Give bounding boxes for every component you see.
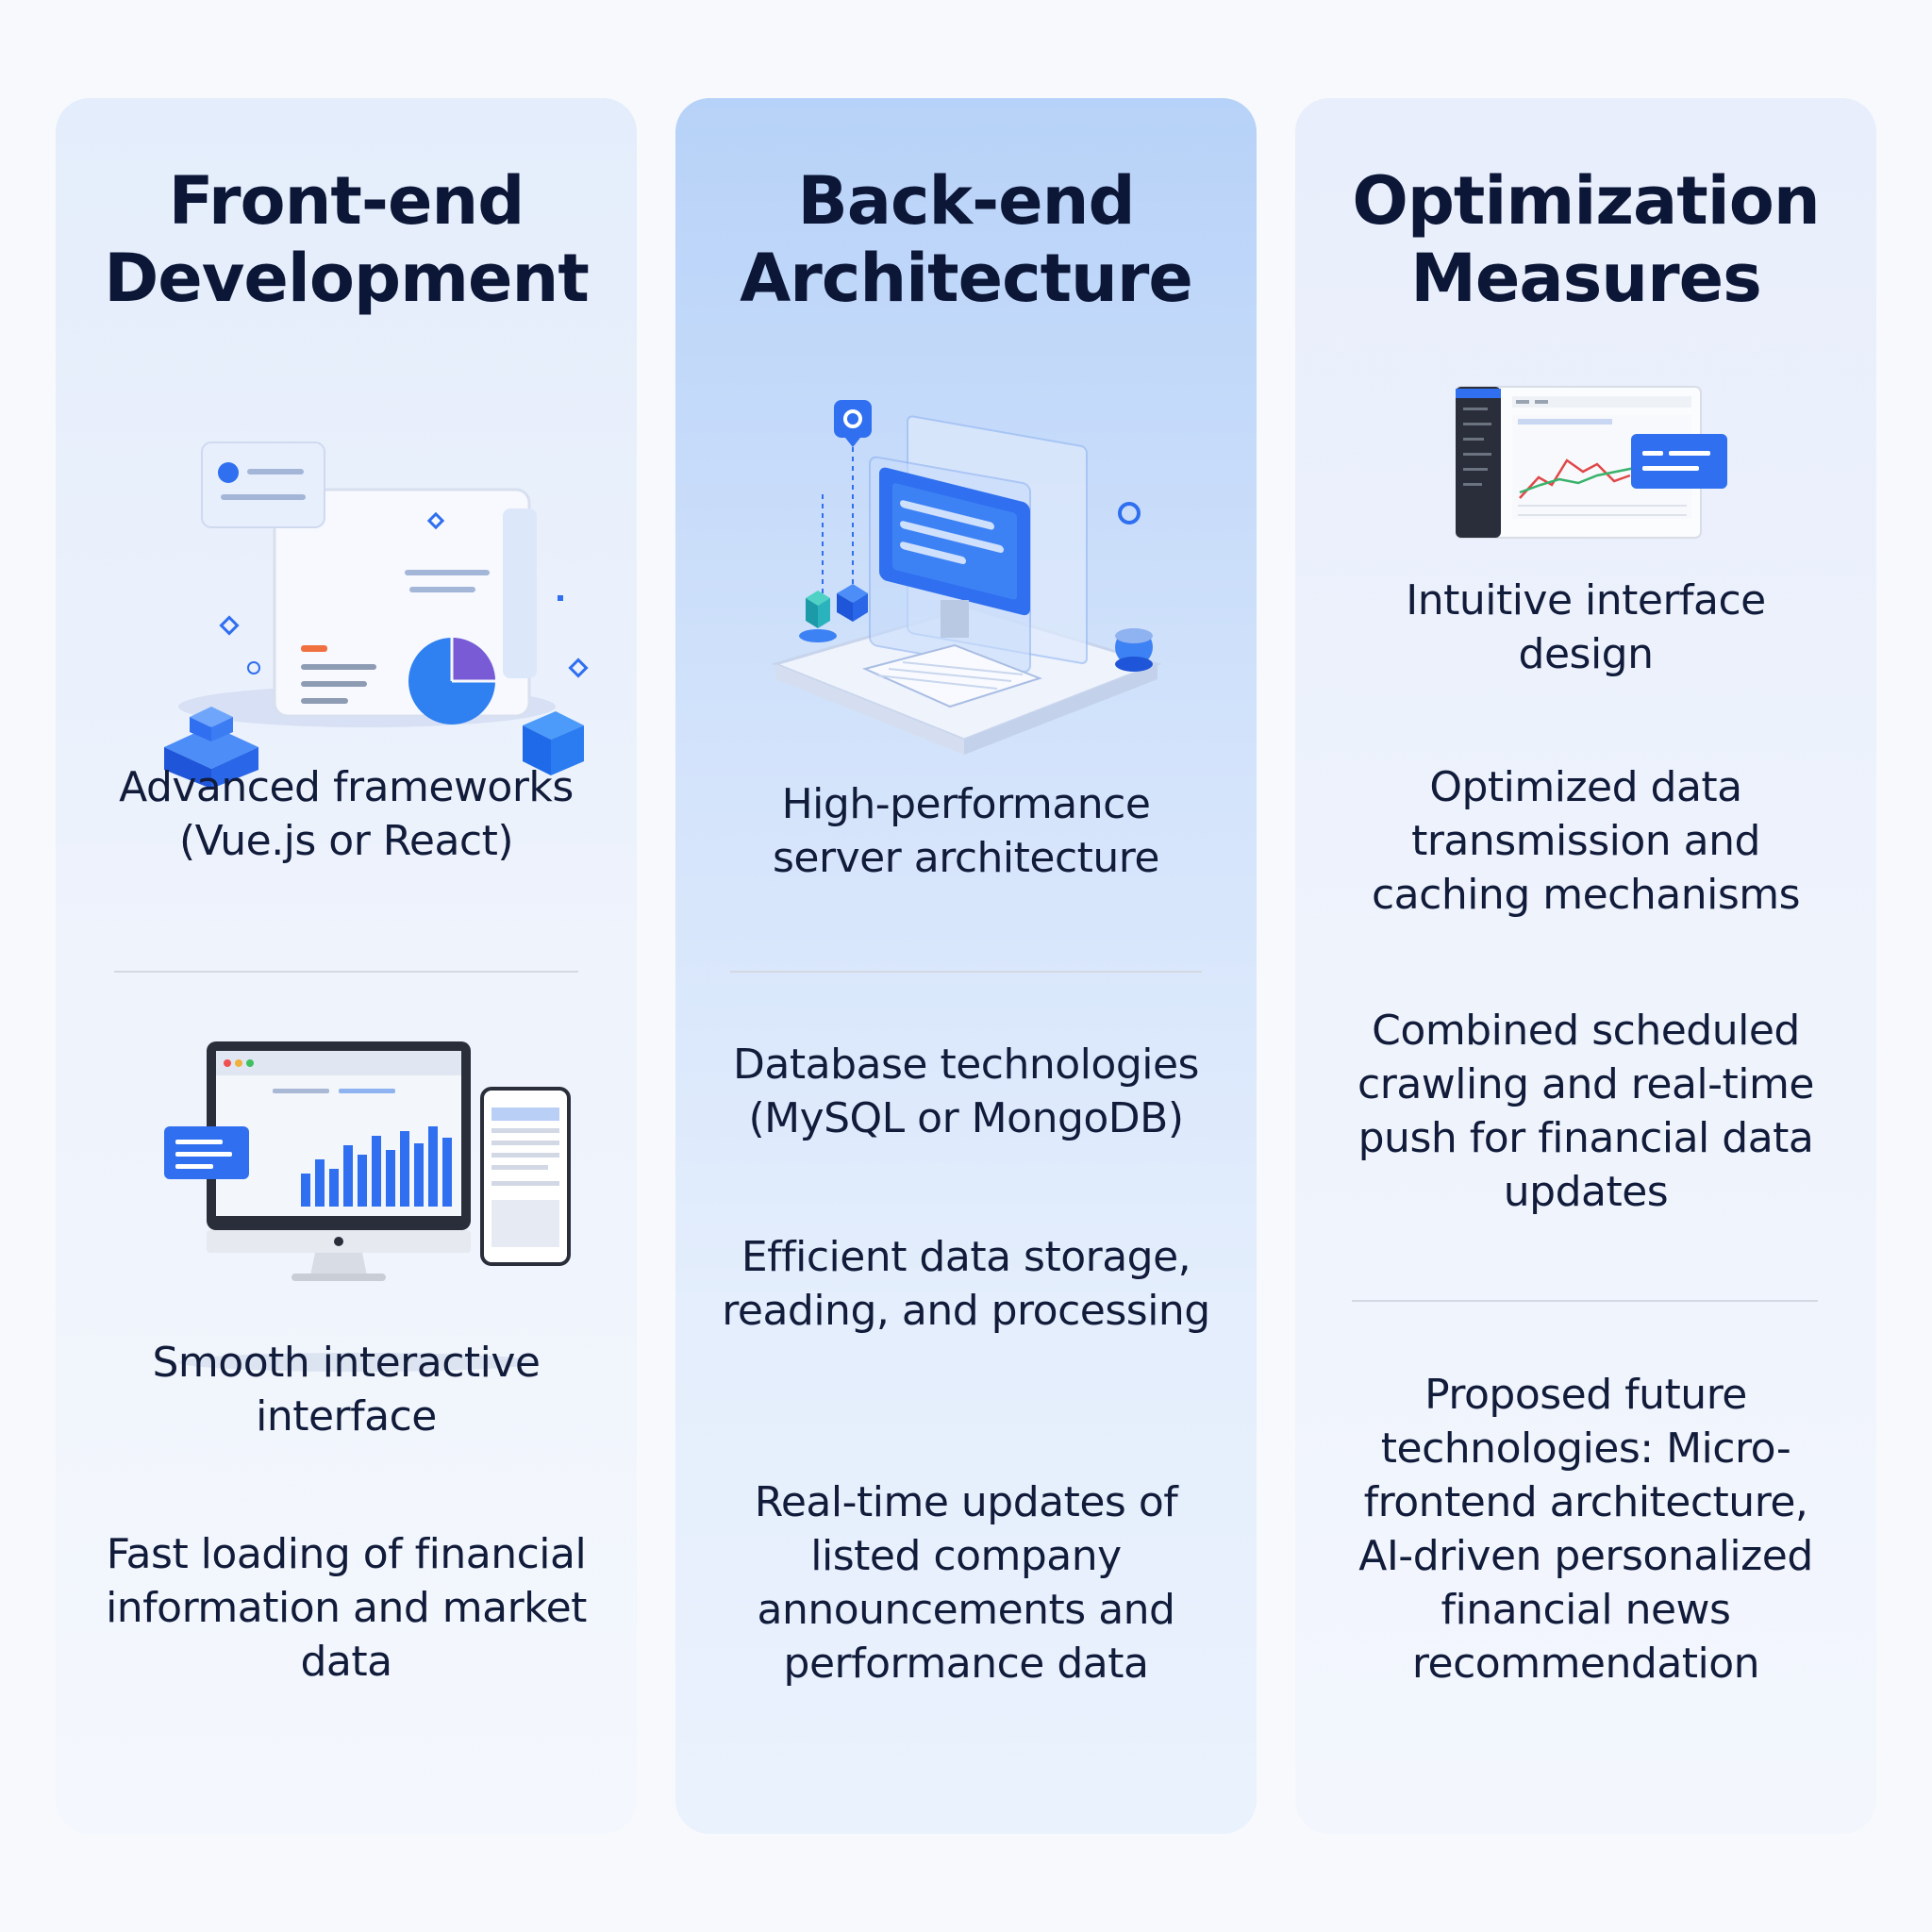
column-optimization: Optimization Measures Intuitive inter <box>1295 98 1876 1834</box>
feature-text: Smooth interactive interface <box>152 1339 541 1441</box>
column-title: Optimization Measures <box>1295 162 1876 317</box>
feature-text: High-performance server architecture <box>772 780 1160 882</box>
feature-text: Advanced frameworks (Vue.js or React) <box>119 763 574 865</box>
title-line: Back-end <box>797 162 1135 240</box>
title-line: Optimization <box>1352 162 1820 240</box>
feature-text: Optimized data transmission and caching … <box>1371 763 1801 919</box>
column-title: Back-end Architecture <box>675 162 1257 317</box>
divider <box>114 971 578 973</box>
divider <box>730 971 1202 973</box>
feature-text: Intuitive interface design <box>1406 576 1766 678</box>
dashboard-illustration-icon <box>164 441 589 789</box>
column-title: Front-end Development <box>56 162 637 317</box>
monitor-phone-chart-icon <box>164 1041 571 1372</box>
feature-text: Real-time updates of listed company anno… <box>754 1478 1178 1688</box>
feature-text: Fast loading of financial information an… <box>106 1530 587 1686</box>
feature-text: Combined scheduled crawling and real-tim… <box>1357 1007 1814 1216</box>
server-computer-illustration-icon <box>771 400 1162 755</box>
analytics-screen-illustration-icon <box>1456 386 1727 539</box>
title-line: Architecture <box>740 240 1193 317</box>
feature-text: Proposed future technologies: Micro-fron… <box>1358 1371 1813 1688</box>
feature-text: Database technologies (MySQL or MongoDB) <box>733 1041 1199 1142</box>
title-line: Front-end <box>168 162 525 240</box>
title-line: Measures <box>1410 240 1762 317</box>
divider <box>1352 1300 1818 1302</box>
column-back-end: Back-end Architecture <box>675 98 1257 1834</box>
title-line: Development <box>104 240 590 317</box>
column-front-end: Front-end Development Advanc <box>56 98 637 1834</box>
feature-text: Efficient data storage, reading, and pro… <box>722 1233 1210 1335</box>
